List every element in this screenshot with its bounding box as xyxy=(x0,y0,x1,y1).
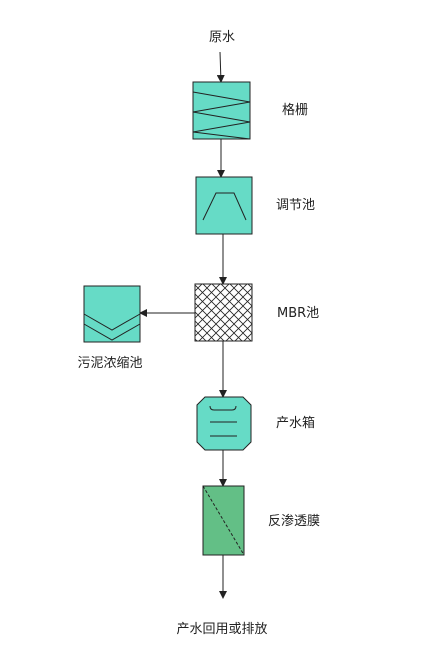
crosshatch-icon xyxy=(194,283,253,342)
ro-membrane-label: 反渗透膜 xyxy=(268,514,320,529)
product-water-tank-label: 产水箱 xyxy=(276,415,315,431)
tank-lines-icon xyxy=(196,396,252,451)
chevron-line-lower xyxy=(83,323,141,341)
trapezoid-line xyxy=(202,192,247,221)
screen-unit xyxy=(192,81,251,140)
tank-line-1 xyxy=(209,405,237,411)
mbr-tank-label: MBR池 xyxy=(277,306,319,321)
ro-membrane-unit xyxy=(202,485,245,556)
sludge-thickener-label: 污泥浓缩池 xyxy=(77,355,142,371)
screen-label: 格栅 xyxy=(282,102,308,118)
chevron-sludge-icon xyxy=(83,285,141,343)
zigzag-line xyxy=(192,91,251,140)
output-label: 产水回用或排放 xyxy=(176,622,267,637)
membrane-diagonal xyxy=(202,485,245,556)
raw-water-label: 原水 xyxy=(209,30,235,45)
equalization-tank-unit xyxy=(195,176,253,235)
sludge-thickener-unit xyxy=(83,285,141,343)
equalization-tank-label: 调节池 xyxy=(276,198,315,213)
arrow-raw-to-screen xyxy=(216,51,225,83)
trapezoid-icon xyxy=(195,176,253,235)
product-water-tank-unit xyxy=(196,396,252,451)
chevron-line-upper xyxy=(83,313,141,331)
